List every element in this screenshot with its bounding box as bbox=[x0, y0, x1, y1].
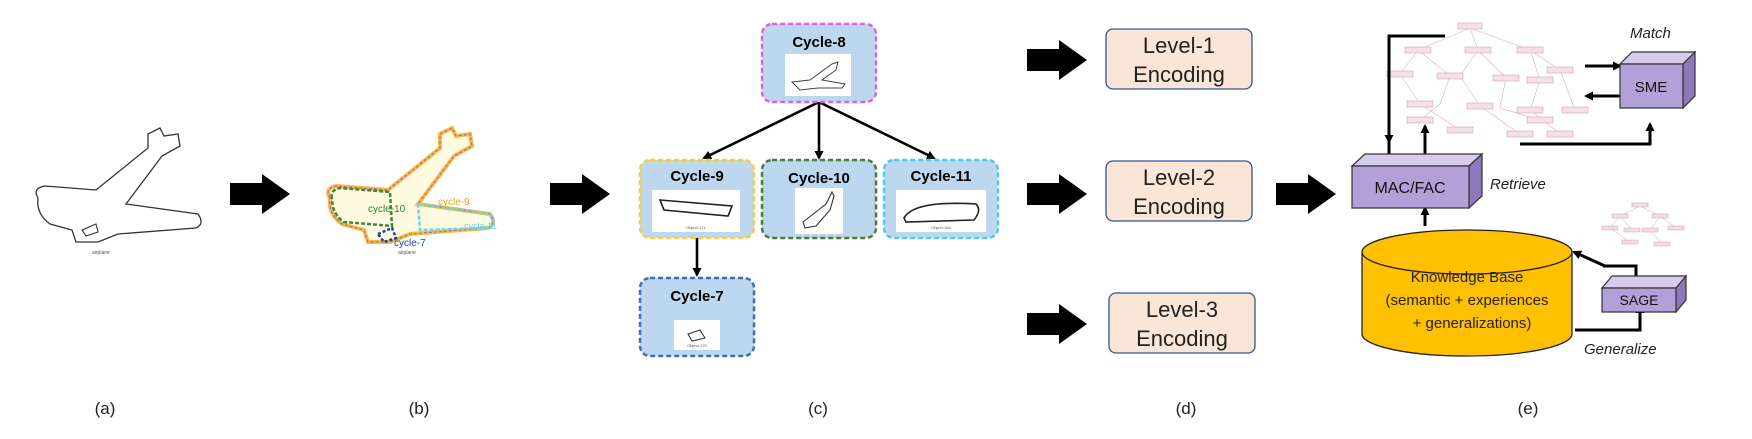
level-3-line2: Encoding bbox=[1136, 326, 1228, 351]
caption-e: (e) bbox=[1518, 399, 1539, 418]
level-1-line1: Level-1 bbox=[1143, 33, 1215, 58]
cycle-outline-green bbox=[330, 186, 394, 228]
airplane-sketch bbox=[35, 127, 202, 243]
cycle-label-7: cycle-7 bbox=[394, 238, 426, 249]
tree-node-title: Cycle-11 bbox=[911, 168, 972, 185]
tree-node-title: Cycle-10 bbox=[788, 170, 850, 187]
wing-shape bbox=[802, 190, 835, 229]
level-3-encoding-box: Level-3 Encoding bbox=[1108, 292, 1256, 354]
level-3-line1: Level-3 bbox=[1146, 297, 1218, 322]
block-arrow-b-to-c bbox=[550, 174, 610, 214]
block-arrow-d-to-e bbox=[1276, 174, 1336, 214]
tree-node-cycle-8: Cycle-8 bbox=[760, 22, 878, 104]
tree-edge-8-9 bbox=[702, 100, 820, 160]
caption-b: (b) bbox=[409, 399, 430, 418]
kb-line-2: (semantic + experiences bbox=[1386, 292, 1549, 309]
sme-label: SME bbox=[1635, 79, 1668, 96]
arrow-kb-to-sage bbox=[1575, 304, 1645, 332]
macfac-label: MAC/FAC bbox=[1374, 180, 1445, 197]
sage-cube: SAGE bbox=[1600, 274, 1688, 314]
retrieve-label: Retrieve bbox=[1490, 176, 1546, 193]
caption-a: (a) bbox=[95, 399, 116, 418]
thumb-label: Object-164 bbox=[931, 225, 951, 230]
arrow-macfac-to-graph bbox=[1387, 34, 1445, 154]
block-arrow-level-3 bbox=[1027, 304, 1087, 344]
node-thumbnail bbox=[785, 54, 851, 96]
thumb-label: Object-170 bbox=[687, 343, 707, 348]
tree-node-cycle-7: Cycle-7 Object-170 bbox=[638, 276, 756, 358]
kb-line-3: + generalizations) bbox=[1413, 315, 1532, 332]
cycle-label-9: cycle-9 bbox=[438, 197, 470, 208]
airplane-thumbnail bbox=[790, 61, 846, 91]
level-1-line2: Encoding bbox=[1133, 62, 1225, 87]
sme-cube: SME bbox=[1618, 50, 1697, 110]
case-graph-small bbox=[1601, 202, 1685, 247]
tail-wing-shape bbox=[903, 202, 980, 223]
tree-node-title: Cycle-7 bbox=[670, 288, 723, 305]
caption-c: (c) bbox=[808, 399, 828, 418]
level-2-line2: Encoding bbox=[1133, 194, 1225, 219]
panel-a: airplane (a) bbox=[35, 127, 202, 418]
tree-edge-8-11 bbox=[818, 100, 936, 160]
level-2-line1: Level-2 bbox=[1143, 165, 1215, 190]
match-label: Match bbox=[1630, 25, 1671, 42]
tree-node-title: Cycle-9 bbox=[670, 168, 723, 185]
arrow-sage-to-kb bbox=[1572, 250, 1606, 268]
cycle-outline-blue bbox=[376, 226, 398, 244]
object-label-a: airplane bbox=[92, 250, 110, 256]
block-arrow-a-to-b bbox=[230, 174, 290, 214]
tree-node-cycle-10: Cycle-10 bbox=[760, 158, 878, 240]
arrow-graph-to-sme bbox=[1520, 122, 1655, 146]
panel-c: Cycle-8 Cycle-9 Object-171 Cycle-10 Cycl… bbox=[638, 22, 1000, 418]
object-label-b: airplane bbox=[398, 250, 416, 256]
panel-e: Knowledge Base (semantic + experiences +… bbox=[1350, 22, 1697, 418]
cycle-outline-cyan bbox=[416, 202, 495, 232]
generalize-label: Generalize bbox=[1584, 341, 1657, 358]
cycle-outline-magenta bbox=[327, 127, 494, 243]
cycle-label-11: cycle-11 bbox=[464, 221, 497, 231]
panel-d: Level-1 Encoding Level-2 Encoding Level-… bbox=[1027, 28, 1256, 418]
arrow-sage-to-kb-line bbox=[1603, 264, 1638, 276]
level-2-encoding-box: Level-2 Encoding bbox=[1105, 160, 1253, 222]
node-thumbnail bbox=[674, 320, 720, 350]
thumb-label: Object-171 bbox=[686, 225, 706, 230]
macfac-cube: MAC/FAC bbox=[1350, 152, 1484, 210]
block-arrow-level-2 bbox=[1027, 174, 1087, 214]
fuselage-shape bbox=[658, 199, 734, 217]
cycle-label-10: cycle-10 bbox=[368, 204, 406, 215]
window-shape bbox=[687, 329, 706, 342]
knowledge-base-cylinder: Knowledge Base (semantic + experiences +… bbox=[1361, 229, 1573, 357]
tree-node-cycle-9: Cycle-9 Object-171 bbox=[638, 158, 756, 240]
sage-label: SAGE bbox=[1620, 292, 1659, 308]
panel-b: cycle-10 cycle-9 cycle-7 cycle-11 airpla… bbox=[326, 125, 497, 418]
case-graph-large bbox=[1386, 22, 1589, 138]
kb-line-1: Knowledge Base bbox=[1411, 269, 1524, 286]
tree-node-cycle-11: Cycle-11 Object-164 bbox=[882, 158, 1000, 240]
block-arrow-level-1 bbox=[1027, 40, 1087, 80]
tree-node-title: Cycle-8 bbox=[792, 34, 845, 51]
caption-d: (d) bbox=[1176, 399, 1197, 418]
node-thumbnail bbox=[795, 188, 843, 234]
level-1-encoding-box: Level-1 Encoding bbox=[1105, 28, 1253, 90]
